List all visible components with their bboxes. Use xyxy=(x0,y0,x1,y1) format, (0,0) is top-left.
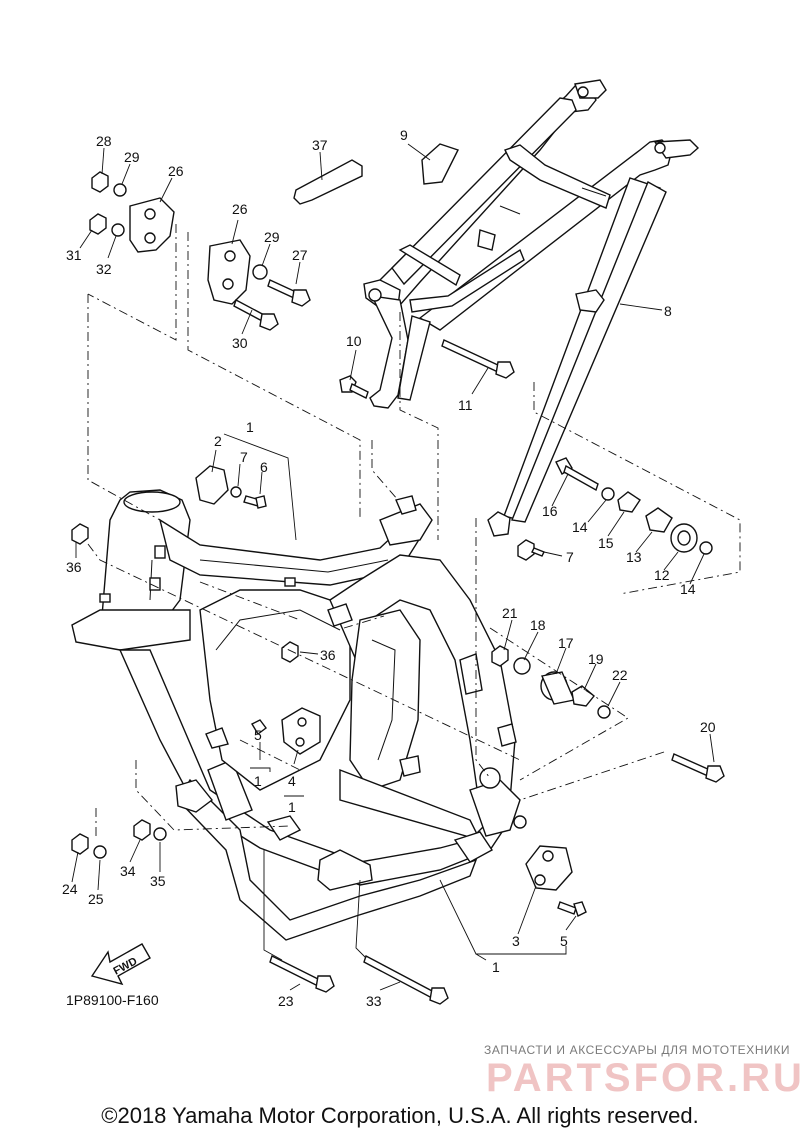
callout-7: 7 xyxy=(566,549,574,565)
fasteners xyxy=(71,171,725,1005)
engine-brackets-26 xyxy=(129,197,251,305)
callout-30: 30 xyxy=(232,335,248,351)
callout-20: 20 xyxy=(700,719,716,735)
callout-29: 29 xyxy=(124,149,140,165)
fwd-arrow-icon: FWD xyxy=(90,943,151,986)
callout-21: 21 xyxy=(502,605,518,621)
callout-11: 11 xyxy=(458,397,473,413)
callout-36: 36 xyxy=(66,559,82,575)
callout-labels: 28 29 26 31 32 37 9 26 29 27 30 8 10 11 … xyxy=(62,127,716,1009)
part-4-plate xyxy=(281,707,321,755)
callout-18: 18 xyxy=(530,617,546,633)
callout-24: 24 xyxy=(62,881,78,897)
callout-14: 14 xyxy=(680,581,696,597)
callout-26: 26 xyxy=(232,201,248,217)
callout-4: 4 xyxy=(288,773,296,789)
callout-5: 5 xyxy=(560,933,568,949)
watermark-tagline: ЗАПЧАСТИ И АКСЕССУАРЫ ДЛЯ МОТОТЕХНИКИ xyxy=(484,1043,791,1057)
callout-31: 31 xyxy=(66,247,82,263)
callout-33: 33 xyxy=(366,993,382,1009)
callout-1: 1 xyxy=(246,419,254,435)
callout-9: 9 xyxy=(400,127,408,143)
callout-32: 32 xyxy=(96,261,112,277)
part-37-bracket xyxy=(293,159,363,205)
callout-7: 7 xyxy=(240,449,248,465)
callout-17: 17 xyxy=(558,635,574,651)
leader-lines xyxy=(71,143,715,991)
main-frame xyxy=(71,489,527,941)
part-2-clamp xyxy=(195,465,229,505)
copyright-notice: ©2018 Yamaha Motor Corporation, U.S.A. A… xyxy=(101,1103,699,1128)
diagram-code: 1P89100-F160 xyxy=(66,992,159,1008)
callout-22: 22 xyxy=(612,667,628,683)
callout-37: 37 xyxy=(312,137,328,153)
callout-19: 19 xyxy=(588,651,604,667)
rear-subframe xyxy=(363,79,700,537)
callout-27: 27 xyxy=(292,247,308,263)
callout-28: 28 xyxy=(96,133,112,149)
callout-34: 34 xyxy=(120,863,136,879)
callout-13: 13 xyxy=(626,549,642,565)
callout-23: 23 xyxy=(278,993,294,1009)
callout-25: 25 xyxy=(88,891,104,907)
callout-3: 3 xyxy=(512,933,520,949)
callout-2: 2 xyxy=(214,433,222,449)
callout-12: 12 xyxy=(654,567,670,583)
part-9-bracket xyxy=(421,143,459,185)
callout-10: 10 xyxy=(346,333,362,349)
watermark-logo: PARTSFOR.RU xyxy=(486,1056,800,1100)
callout-26: 26 xyxy=(168,163,184,179)
assembly-lines xyxy=(87,224,741,840)
callout-36: 36 xyxy=(320,647,336,663)
callout-16: 16 xyxy=(542,503,558,519)
callout-6: 6 xyxy=(260,459,268,475)
callout-35: 35 xyxy=(150,873,166,889)
callout-14: 14 xyxy=(572,519,588,535)
callout-1: 1 xyxy=(492,959,500,975)
callout-1: 1 xyxy=(288,799,296,815)
callout-1: 1 xyxy=(254,773,262,789)
callout-29: 29 xyxy=(264,229,280,245)
callout-5: 5 xyxy=(254,727,262,743)
callout-15: 15 xyxy=(598,535,614,551)
callout-8: 8 xyxy=(664,303,672,319)
